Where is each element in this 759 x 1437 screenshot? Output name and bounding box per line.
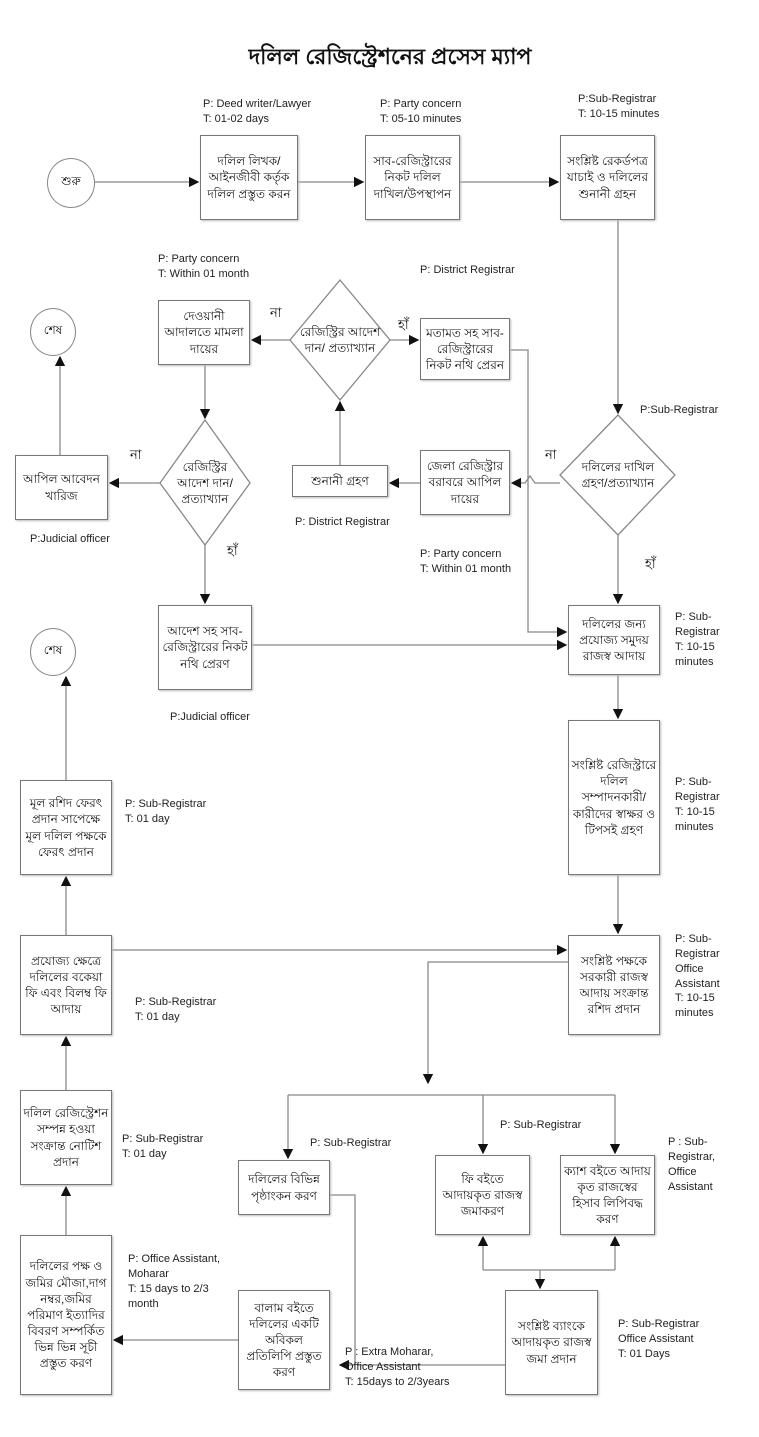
step-receipt: সংশ্লিষ্ট পক্ষকে সরকারী রাজস্ব আদায় সংক… (568, 935, 660, 1035)
yes-label: হাঁ (398, 317, 409, 332)
accept-decision-text: দলিলের দাখিল গ্রহণ/প্রত্যাখ্যান (581, 459, 655, 490)
page-title: দলিল রেজিস্ট্রেশনের প্রসেস ম্যাপ (248, 44, 532, 69)
step-submit-label: P: Party concern T: 05-10 minutes (380, 98, 462, 125)
step-district-appeal: জেলা রেজিস্ট্রার বরাবরে আপিল দায়ের (420, 450, 510, 515)
step-send-file-opinion-label: P: District Registrar (420, 264, 515, 276)
no-label: না (270, 305, 282, 320)
step-district-appeal-label: P: Party concern T: Within 01 month (420, 548, 512, 575)
step-signature: সংশ্লিষ্ট রেজিস্ট্রারে দলিল সম্পাদনকারী/… (568, 720, 660, 875)
step-send-file-order: আদেশ সহ সাব-রেজিস্ট্রারের নিকট নথি প্রের… (158, 605, 252, 690)
step-index-label: P: Office Assistant, Moharar T: 15 days … (128, 1253, 221, 1310)
step-fee-book-label: P: Sub-Registrar (500, 1119, 582, 1131)
step-cash-book: ক্যাশ বইতে আদায় কৃত রাজস্বের হিসাব লিপি… (560, 1155, 655, 1235)
yes-label: হাঁ (227, 543, 238, 558)
step-hearing: শুনানী গ্রহণ (292, 465, 388, 497)
step-appeal-rejected: আপিল আবেদন খারিজ (15, 455, 108, 520)
step-return-deed: মূল রশিদ ফেরৎ প্রদান সাপেক্ষে মূল দলিল প… (20, 780, 112, 875)
step-bank-deposit: সংশ্লিষ্ট ব্যাংকে আদায়কৃত রাজস্ব জমা প্… (505, 1290, 598, 1395)
end-node: শেষ (30, 628, 76, 676)
step-appeal-rejected-label: P:Judicial officer (30, 533, 110, 545)
step-submit: সাব-রেজিস্ট্রারের নিকট দলিল দাখিল/উপস্থা… (365, 135, 460, 220)
step-index: দলিলের পক্ষ ও জমির মৌজা,দাগ নম্বর,জমির প… (20, 1235, 112, 1395)
step-bank-deposit-label: P: Sub-Registrar Office Assistant T: 01 … (618, 1318, 700, 1360)
step-send-file-opinion: মতামত সহ সাব-রেজিস্ট্রারের নিকট নথি প্রে… (420, 318, 510, 380)
step-collect-revenue: দলিলের জন্য প্রযোজ্য সমুদয় রাজস্ব আদায় (568, 605, 660, 675)
step-receipt-label: P: Sub- Registrar Office Assistant T: 10… (675, 933, 720, 1020)
registry-decision-1-text: রেজিস্ট্রির আদেশ দান/ প্রত্যাখ্যান (299, 324, 381, 355)
step-fee-book: ফি বইতে আদায়কৃত রাজস্ব জমাকরণ (435, 1155, 530, 1235)
registry-decision-2-diamond (159, 418, 251, 547)
step-collect-revenue-label: P: Sub- Registrar T: 10-15 minutes (675, 611, 720, 668)
step-late-fee: প্রযোজ্য ক্ষেত্রে দলিলের বকেয়া ফি এবং ব… (20, 935, 112, 1035)
step-signature-label: P: Sub- Registrar T: 10-15 minutes (675, 776, 720, 833)
step-prepare-label: P: Deed writer/Lawyer T: 01-02 days (203, 98, 312, 125)
no-label: না (545, 447, 557, 462)
step-prepare: দলিল লিখক/ আইনজীবী কর্তৃক দলিল প্রস্তুত … (200, 135, 298, 220)
yes-label: হাঁ (645, 556, 656, 571)
step-endorsement: দলিলের বিভিন্ন পৃষ্ঠাংকন করণ (238, 1160, 330, 1215)
registry-decision-1-diamond (289, 278, 391, 402)
step-verify-label: P:Sub-Registrar T: 10-15 minutes (578, 93, 660, 120)
step-civil-case: দেওয়ানী আদালতে মামলা দায়ের (158, 300, 250, 365)
start-node: শুরু (47, 158, 95, 208)
no-label: না (130, 447, 142, 462)
step-endorsement-label: P: Sub-Registrar (310, 1137, 392, 1149)
step-notice: দলিল রেজিস্ট্রেশন সম্পন্ন হওয়া সংক্রান্… (20, 1090, 112, 1185)
step-volume-copy-label: P : Extra Moharar, Office Assistant T: 1… (345, 1346, 450, 1388)
step-verify: সংশ্লিষ্ট রেকর্ডপত্র যাচাই ও দলিলের শুনা… (560, 135, 655, 220)
step-volume-copy: বালাম বইতে দলিলের একটি অবিকল প্রতিলিপি প… (238, 1290, 330, 1390)
step-notice-label: P: Sub-Registrar T: 01 day (122, 1133, 204, 1160)
step-hearing-label: P: District Registrar (295, 516, 390, 528)
step-send-file-order-label: P:Judicial officer (170, 711, 250, 723)
accept-decision-diamond (559, 414, 676, 536)
step-civil-case-label: P: Party concern T: Within 01 month (158, 253, 250, 280)
end-node: শেষ (30, 308, 76, 356)
step-return-deed-label: P: Sub-Registrar T: 01 day (125, 798, 207, 825)
step-late-fee-label: P: Sub-Registrar T: 01 day (135, 996, 217, 1023)
accept-decision-label: P:Sub-Registrar (640, 404, 719, 416)
registry-decision-2-text: রেজিস্ট্রির আদেশ দান/ প্রত্যাখ্যান (177, 459, 233, 507)
step-cash-book-label: P : Sub- Registrar, Office Assistant (668, 1136, 716, 1193)
